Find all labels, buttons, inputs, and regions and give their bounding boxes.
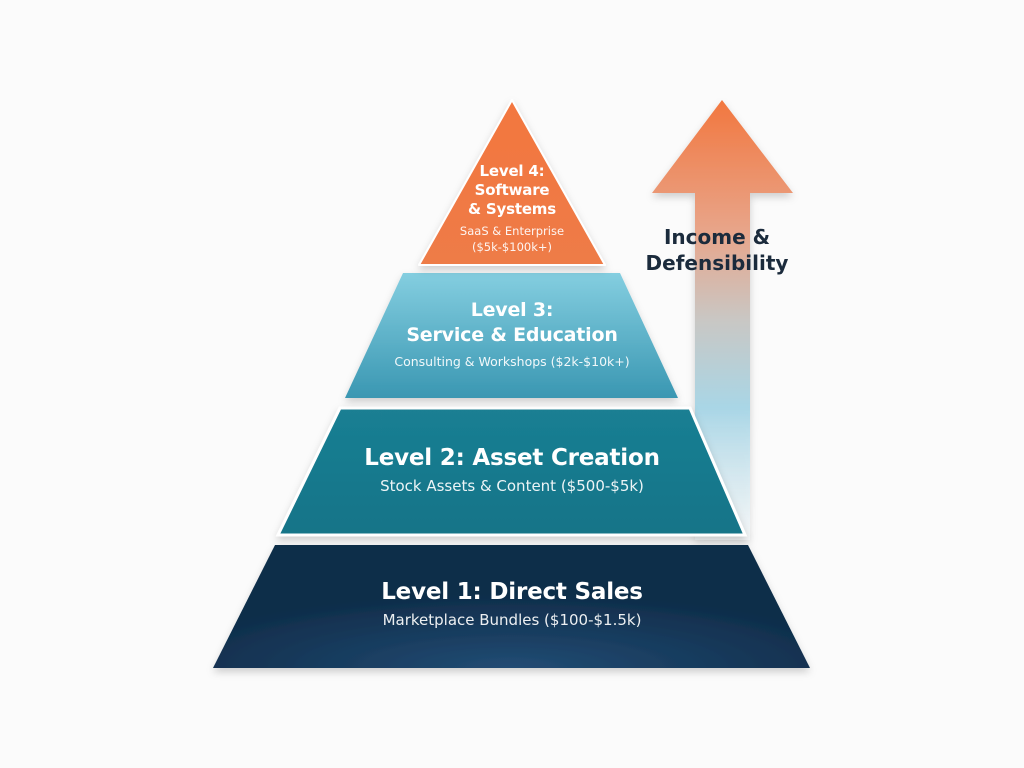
arrow-label-line1: Income & xyxy=(663,225,771,249)
level-2-subtitle: Stock Assets & Content ($500-$5k) xyxy=(380,477,644,495)
arrow-label: Income & Defensibility xyxy=(622,224,812,276)
level-3-label: Level 3: Service & Education Consulting … xyxy=(352,298,672,372)
up-arrow-icon xyxy=(652,100,793,540)
level-2-shape xyxy=(275,406,748,537)
level-4-title-line1: Level 4: xyxy=(479,162,545,180)
level-1-shape xyxy=(213,545,810,668)
level-1-subtitle: Marketplace Bundles ($100-$1.5k) xyxy=(382,611,642,629)
level-3-title-line2: Service & Education xyxy=(406,324,618,346)
level-3-title-line1: Level 3: xyxy=(470,299,554,321)
level-2-label: Level 2: Asset Creation Stock Assets & C… xyxy=(312,443,712,497)
level-1-title: Level 1: Direct Sales xyxy=(381,579,643,605)
level-2-title: Level 2: Asset Creation xyxy=(364,445,660,471)
arrow-label-line2: Defensibility xyxy=(645,251,789,275)
level-1-label: Level 1: Direct Sales Marketplace Bundle… xyxy=(312,577,712,631)
level-4-title-line2: Software xyxy=(474,181,550,199)
level-4-subtitle-line2: ($5k-$100k+) xyxy=(472,240,552,254)
level-4-subtitle-line1: SaaS & Enterprise xyxy=(459,224,565,238)
level-3-subtitle: Consulting & Workshops ($2k-$10k+) xyxy=(394,354,630,369)
level-4-label: Level 4: Software & Systems SaaS & Enter… xyxy=(432,162,592,255)
level-4-shape xyxy=(418,99,606,266)
level-4-title-line3: & Systems xyxy=(468,200,556,218)
level-3-shape xyxy=(345,273,678,398)
